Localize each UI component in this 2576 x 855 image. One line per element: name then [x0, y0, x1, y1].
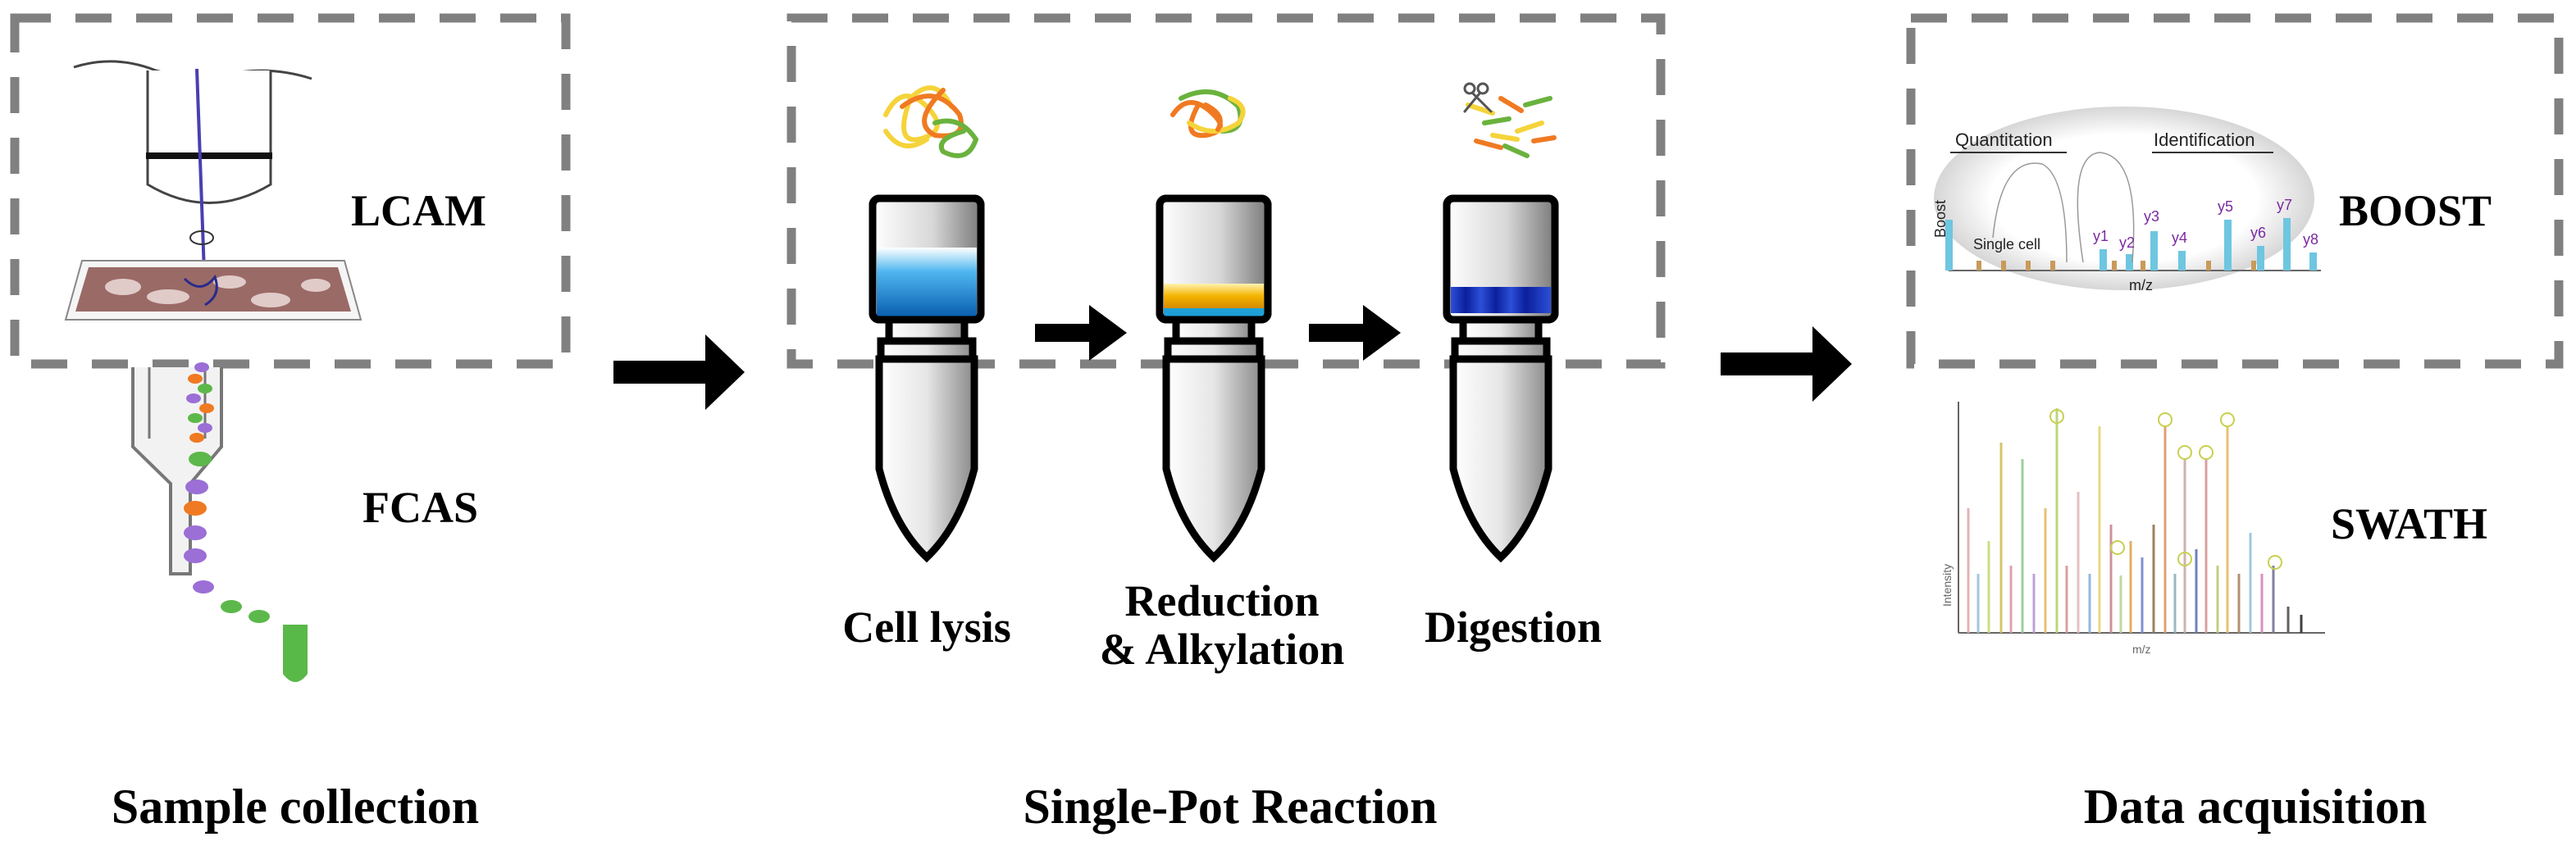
swath-y-axis-text: Intensity [1940, 563, 1954, 607]
arrow-lysis-to-reduction [1035, 305, 1127, 361]
lysis-tube-icon [869, 194, 985, 557]
single-pot-caption: Single-Pot Reaction [1023, 780, 1438, 834]
step-reduction-alkylation-label: Reduction & Alkylation [1066, 576, 1378, 675]
boost-label: BOOST [2339, 186, 2492, 235]
boost-ion-y1: y1 [2093, 228, 2109, 244]
step-cell-lysis-label: Cell lysis [812, 603, 1042, 652]
sample-collection-caption: Sample collection [111, 780, 480, 834]
boost-single-cell-text: Single cell [1973, 236, 2041, 252]
swath-spectrum-inset [1958, 402, 2325, 634]
swath-label: SWATH [2331, 499, 2488, 548]
lcam-microscope-icon [64, 60, 362, 321]
boost-ion-y3: y3 [2144, 208, 2160, 225]
boost-axis-text: Boost [1932, 199, 1949, 238]
protein-tangle-icon-2 [1170, 89, 1246, 139]
sample-collection-frame-border [10, 13, 571, 369]
step-reduction-line1: Reduction [1124, 576, 1320, 625]
boost-ion-y8: y8 [2303, 231, 2319, 248]
reduction-tube-icon [1156, 194, 1272, 557]
peptide-fragments-icon [1463, 82, 1557, 158]
boost-ion-y5: y5 [2218, 198, 2234, 215]
data-acquisition-caption: Data acquisition [2083, 780, 2428, 834]
boost-ion-y6: y6 [2250, 225, 2267, 241]
boost-ion-y7: y7 [2277, 197, 2293, 213]
step-digestion-label: Digestion [1394, 603, 1632, 652]
digestion-tube-icon [1443, 194, 1559, 557]
boost-mz-text: m/z [2129, 277, 2153, 293]
arrow-sample-to-reaction [613, 334, 745, 410]
boost-ion-y2: y2 [2119, 234, 2136, 251]
arrow-reduction-to-digestion [1309, 305, 1401, 361]
boost-spectrum-inset [1934, 107, 2321, 290]
step-reduction-line2: & Alkylation [1099, 625, 1345, 675]
arrow-reaction-to-acquisition [1721, 326, 1852, 402]
swath-x-axis-text: m/z [2132, 643, 2151, 656]
step-cell-lysis-line1: Cell lysis [842, 603, 1011, 652]
collector-tube-icon [283, 625, 308, 682]
boost-identification-text: Identification [2154, 130, 2255, 150]
data-acquisition-frame-border [1906, 13, 2564, 369]
boost-ion-y4: y4 [2172, 230, 2188, 246]
lcam-label: LCAM [351, 186, 486, 235]
protein-tangle-icon-1 [883, 85, 979, 158]
fcas-sorter-icon [131, 362, 308, 682]
fcas-label: FCAS [362, 483, 479, 532]
boost-quantitation-text: Quantitation [1955, 130, 2053, 150]
step-digestion-line1: Digestion [1425, 603, 1602, 652]
